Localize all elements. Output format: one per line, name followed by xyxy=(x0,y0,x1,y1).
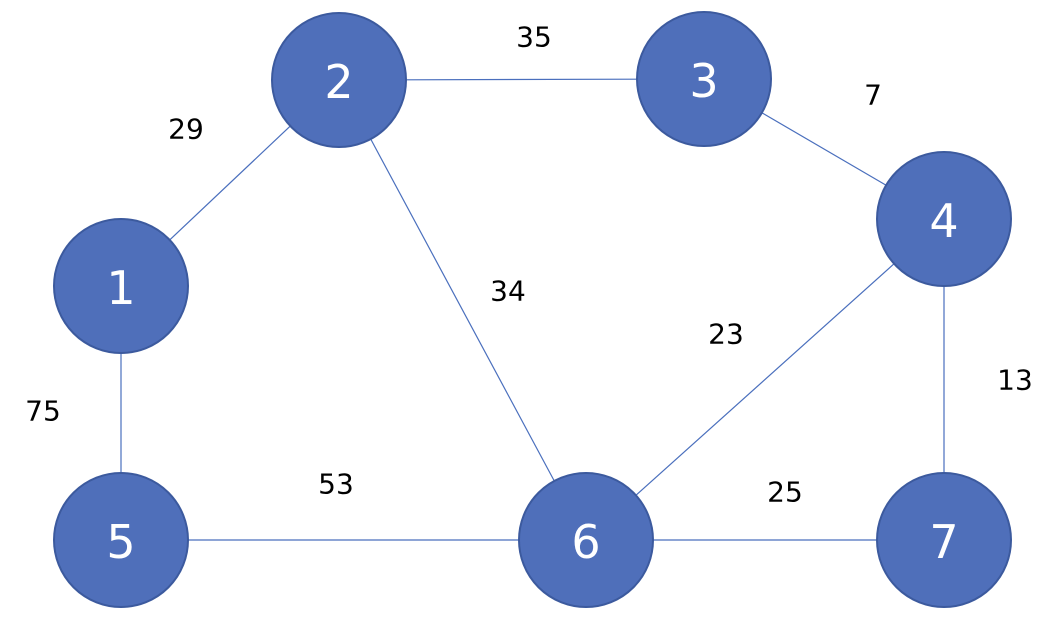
node-label-7: 7 xyxy=(929,515,958,569)
edge-weight-4-6: 23 xyxy=(708,318,744,351)
edge-1-2 xyxy=(169,125,291,241)
node-circle-3 xyxy=(636,11,772,147)
edge-weight-1-5: 75 xyxy=(25,395,61,428)
node-5: 5 xyxy=(53,472,189,608)
node-4: 4 xyxy=(876,151,1012,287)
edge-weight-1-2: 29 xyxy=(168,113,204,146)
node-label-3: 3 xyxy=(689,54,718,108)
node-7: 7 xyxy=(876,472,1012,608)
edge-4-6 xyxy=(635,263,895,496)
node-circle-6 xyxy=(518,472,654,608)
node-label-2: 2 xyxy=(324,55,353,109)
node-label-4: 4 xyxy=(929,194,958,248)
node-circle-7 xyxy=(876,472,1012,608)
node-circle-5 xyxy=(53,472,189,608)
node-label-1: 1 xyxy=(106,261,135,315)
edge-weight-6-7: 25 xyxy=(767,476,803,509)
node-label-5: 5 xyxy=(106,515,135,569)
node-1: 1 xyxy=(53,218,189,354)
edge-2-3 xyxy=(405,78,638,81)
edge-weight-5-6: 53 xyxy=(318,468,354,501)
node-label-6: 6 xyxy=(571,515,600,569)
edge-2-6 xyxy=(370,138,555,482)
edge-weight-3-4: 7 xyxy=(864,79,882,112)
edge-weight-4-7: 13 xyxy=(997,364,1033,397)
node-6: 6 xyxy=(518,472,654,608)
node-3: 3 xyxy=(636,11,772,147)
node-2: 2 xyxy=(271,12,407,148)
node-circle-1 xyxy=(53,218,189,354)
node-circle-2 xyxy=(271,12,407,148)
edge-weight-2-3: 35 xyxy=(516,21,552,54)
edges-layer xyxy=(120,78,945,541)
edge-3-4 xyxy=(761,112,887,186)
node-circle-4 xyxy=(876,151,1012,287)
edge-weight-2-6: 34 xyxy=(490,275,526,308)
